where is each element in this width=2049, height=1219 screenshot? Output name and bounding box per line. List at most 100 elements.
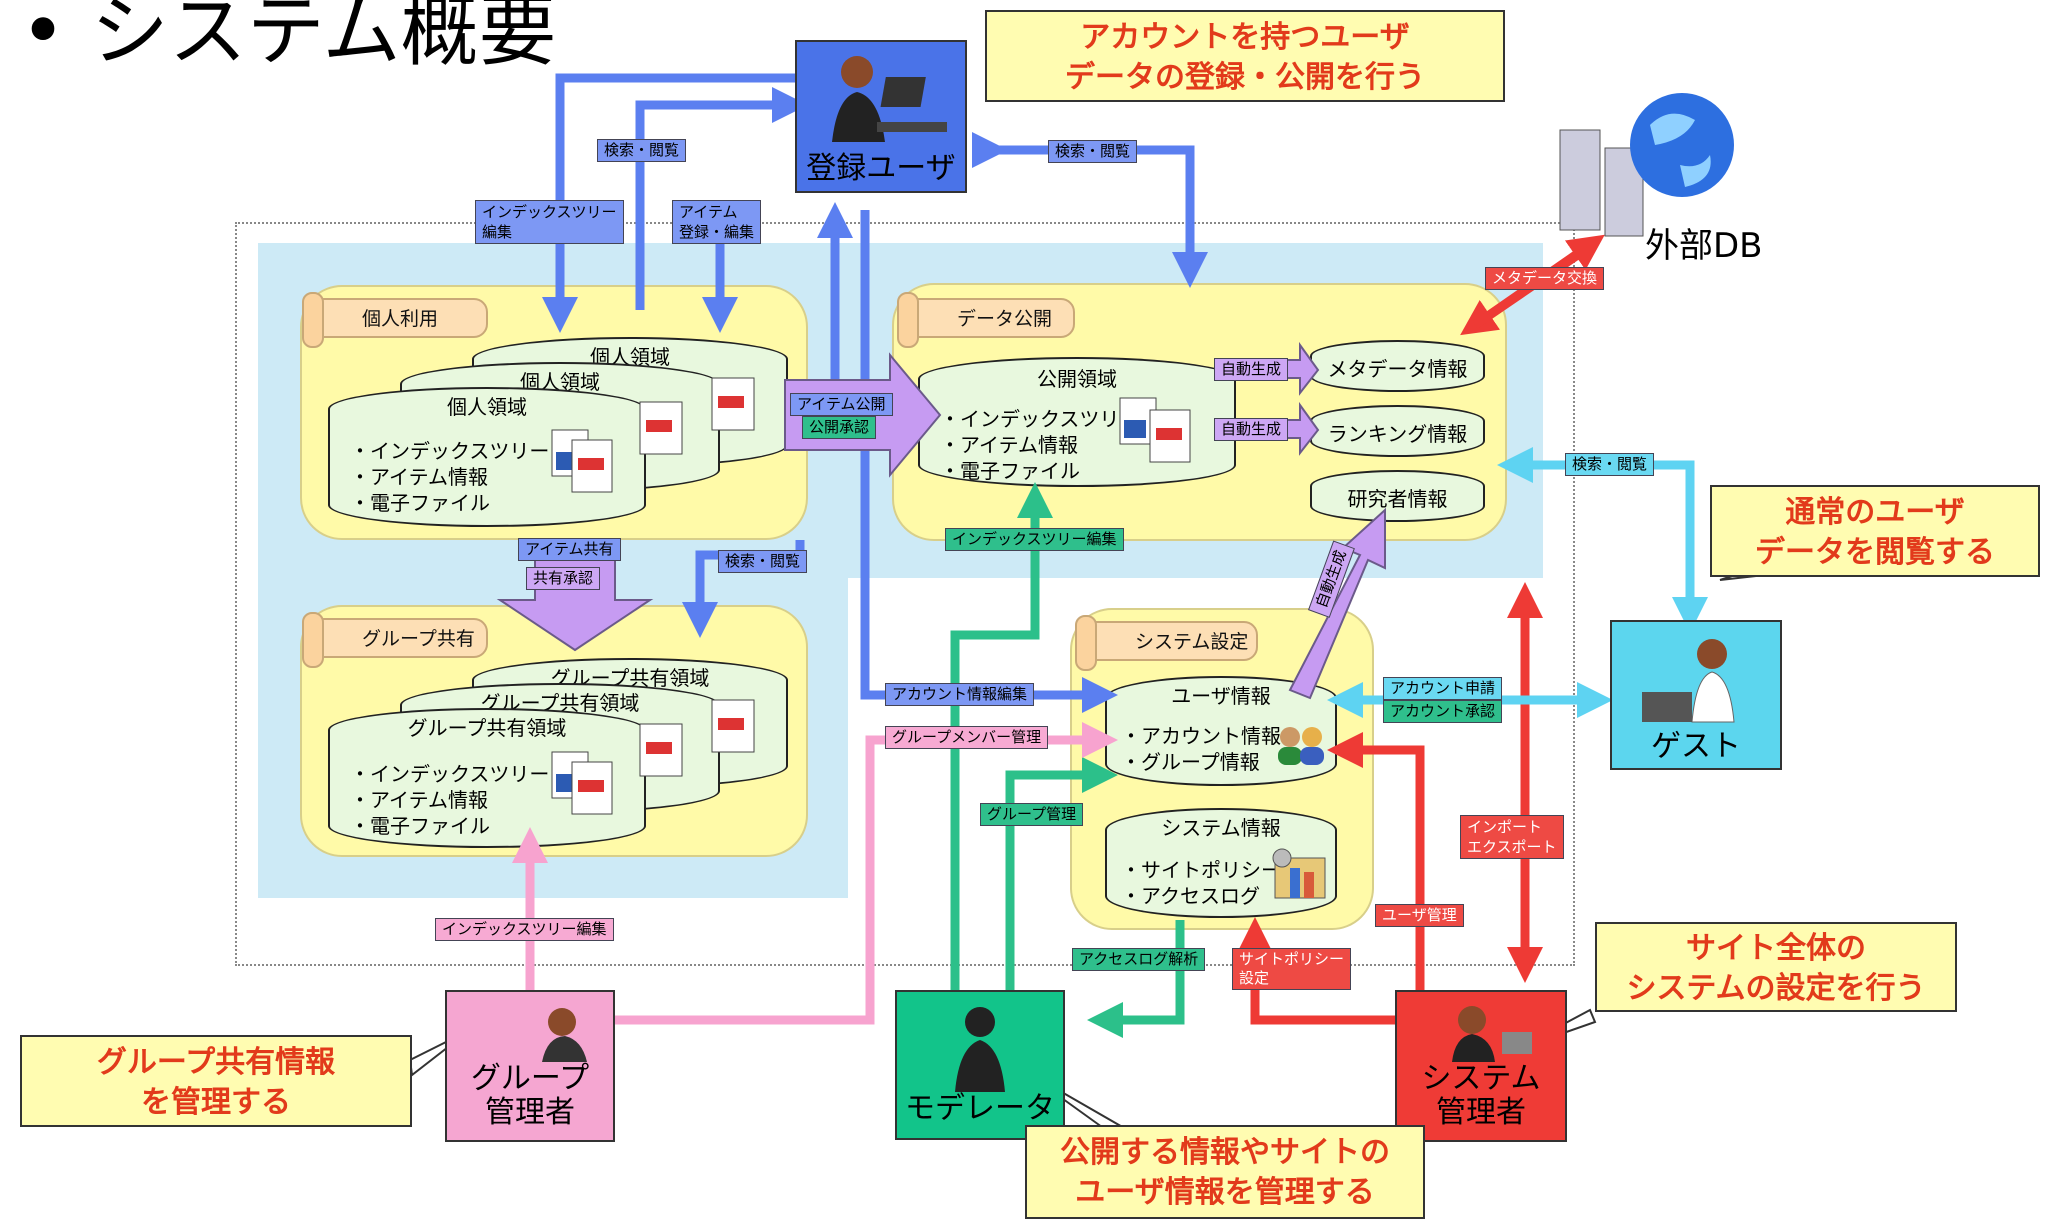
person-icon	[542, 1008, 587, 1062]
list-item: ・アイテム情報	[350, 465, 488, 489]
flow-label-index-tree-edit: インデックスツリー 編集	[475, 200, 624, 244]
flow-label-account-info-edit: アカウント情報編集	[885, 683, 1035, 706]
document-icon	[639, 401, 683, 455]
file-icons	[551, 377, 1191, 815]
flow-label-search-browse: 検索・閲覧	[597, 139, 687, 162]
actor-name: ゲスト	[1651, 729, 1741, 764]
flow-label-share-approve: 共有承認	[526, 567, 601, 590]
cylinder-title: ユーザ情報	[1171, 684, 1271, 708]
list-item: ・インデックスツリー	[940, 407, 1140, 431]
label-line: アイテム	[679, 203, 738, 221]
word-pdf-icon	[1119, 397, 1191, 463]
flow-label-item-publish: アイテム公開	[790, 393, 893, 416]
label-line: サイトポリシー	[1239, 950, 1345, 968]
flow-label-access-log-analysis: アクセスログ解析	[1072, 948, 1206, 971]
label-line: 登録・編集	[679, 223, 755, 241]
public-area-list: ・インデックスツリー ・アイテム情報 ・電子ファイル	[940, 406, 1234, 484]
person-icon	[955, 1007, 1005, 1092]
flow-label-import-export: インポート エクスポート	[1460, 815, 1564, 859]
public-area-cylinder: 公開領域 ・インデックスツリー ・アイテム情報 ・電子ファイル	[918, 357, 1236, 487]
section-data-publish: データ公開	[897, 292, 1075, 348]
callout-line: グループ共有情報	[96, 1045, 336, 1080]
metadata-info: メタデータ情報	[1310, 340, 1485, 392]
section-label: グループ共有	[362, 628, 475, 650]
list-item: ・電子ファイル	[350, 491, 490, 515]
flow-label-search-browse: 検索・閲覧	[718, 550, 808, 573]
list-item: ・アクセスログ	[1121, 884, 1260, 908]
section-label: システム設定	[1135, 631, 1249, 653]
settings-icon	[1272, 848, 1326, 899]
registered-user-actor[interactable]: 登録ユーザ	[795, 40, 967, 193]
system-admin-actor[interactable]: システム 管理者	[1395, 990, 1567, 1142]
cylinder-title: システム情報	[1161, 816, 1281, 840]
actor-name: システム	[1421, 1061, 1541, 1096]
section-label: 個人利用	[362, 308, 439, 330]
callout-registered-user: アカウントを持つユーザ データの登録・公開を行う	[985, 10, 1505, 102]
system-boundary	[235, 222, 1575, 966]
callout-moderator: 公開する情報やサイトの ユーザ情報を管理する	[1025, 1125, 1425, 1219]
section-personal-use: 個人利用	[302, 292, 488, 348]
page-title: • システム概要	[20, 0, 557, 77]
callout-line: システムの設定を行う	[1626, 971, 1926, 1006]
flow-label-group-member-management: グループメンバー管理	[885, 726, 1049, 749]
user-info-cylinder: ユーザ情報 ・アカウント情報 ・グループ情報	[1105, 676, 1337, 786]
list-item: ・アイテム情報	[350, 788, 488, 812]
flow-label-site-policy-setting: サイトポリシー 設定	[1232, 948, 1352, 990]
person-at-computer-icon	[1642, 639, 1735, 723]
personal-area-list: ・インデックスツリー ・アイテム情報 ・電子ファイル	[350, 438, 644, 516]
list-item: ・インデックスツリー	[350, 762, 550, 786]
document-icon	[711, 377, 755, 431]
document-icon	[711, 699, 755, 753]
system-info-list: ・サイトポリシー ・アクセスログ	[1121, 857, 1335, 909]
researcher-info: 研究者情報	[1310, 470, 1485, 522]
callout-group-admin: グループ共有情報 を管理する	[20, 1035, 412, 1127]
section-system-settings: システム設定	[1075, 615, 1258, 671]
group-admin-actor[interactable]: グループ 管理者	[445, 990, 615, 1142]
cylinder-title: 個人領域	[447, 395, 527, 419]
moderator-actor[interactable]: モデレータ	[895, 990, 1065, 1140]
callout-line: サイト全体の	[1686, 931, 1866, 966]
actor-name: 管理者	[485, 1095, 575, 1130]
flow-label-search-browse: 検索・閲覧	[1565, 453, 1655, 476]
section-group-share: グループ共有	[302, 612, 488, 668]
list-item: ・アイテム情報	[940, 433, 1078, 457]
callout-line: データを閲覧する	[1755, 535, 1995, 570]
label-line: インデックスツリー	[482, 203, 617, 221]
callout-line: アカウントを持つユーザ	[1080, 20, 1410, 55]
cylinder-title: 公開領域	[1037, 367, 1117, 391]
flow-label-index-tree-edit: インデックスツリー編集	[945, 528, 1124, 551]
document-icon	[639, 723, 683, 777]
callout-line: を管理する	[141, 1085, 291, 1120]
external-db-label: 外部DB	[1645, 226, 1763, 266]
flow-label-group-management: グループ管理	[980, 803, 1084, 826]
flow-label-metadata-exchange: メタデータ交換	[1485, 267, 1605, 290]
person-at-computer-icon	[832, 56, 947, 142]
green-arrows	[950, 482, 1185, 1038]
callout-system-admin: サイト全体の システムの設定を行う	[1595, 922, 1957, 1012]
group-area-list: ・インデックスツリー ・アイテム情報 ・電子ファイル	[350, 761, 644, 839]
callout-line: ユーザ情報を管理する	[1075, 1175, 1375, 1210]
label-line: エクスポート	[1467, 838, 1557, 856]
flow-label-auto-generate: 自動生成	[1214, 358, 1289, 381]
flow-label-account-application: アカウント申請	[1383, 677, 1503, 700]
flow-label-publish-approve: 公開承認	[802, 416, 877, 439]
flow-label-item-share: アイテム共有	[518, 538, 621, 561]
flow-label-index-tree-edit: インデックスツリー編集	[435, 918, 614, 941]
list-item: ・グループ情報	[1121, 750, 1260, 774]
cylinder-title: グループ共有領域	[407, 716, 567, 740]
flow-label-search-browse: 検索・閲覧	[1048, 140, 1138, 163]
actor-name: 管理者	[1436, 1095, 1526, 1130]
flow-label-account-approval: アカウント承認	[1383, 700, 1503, 723]
label-line: 編集	[482, 223, 513, 241]
guest-actor[interactable]: ゲスト	[1610, 620, 1782, 770]
label-line: 設定	[1239, 969, 1270, 987]
actor-name: モデレータ	[905, 1091, 1055, 1126]
ranking-info: ランキング情報	[1310, 405, 1485, 457]
actor-name: 登録ユーザ	[806, 151, 956, 186]
callout-guest: 通常のユーザ データを閲覧する	[1710, 485, 2040, 577]
flow-label-user-management: ユーザ管理	[1375, 904, 1464, 927]
auto-gen-arrow-3	[1288, 507, 1386, 700]
users-icon	[1278, 727, 1324, 765]
word-pdf-icon	[551, 751, 613, 815]
list-item: ・アカウント情報	[1121, 724, 1281, 748]
